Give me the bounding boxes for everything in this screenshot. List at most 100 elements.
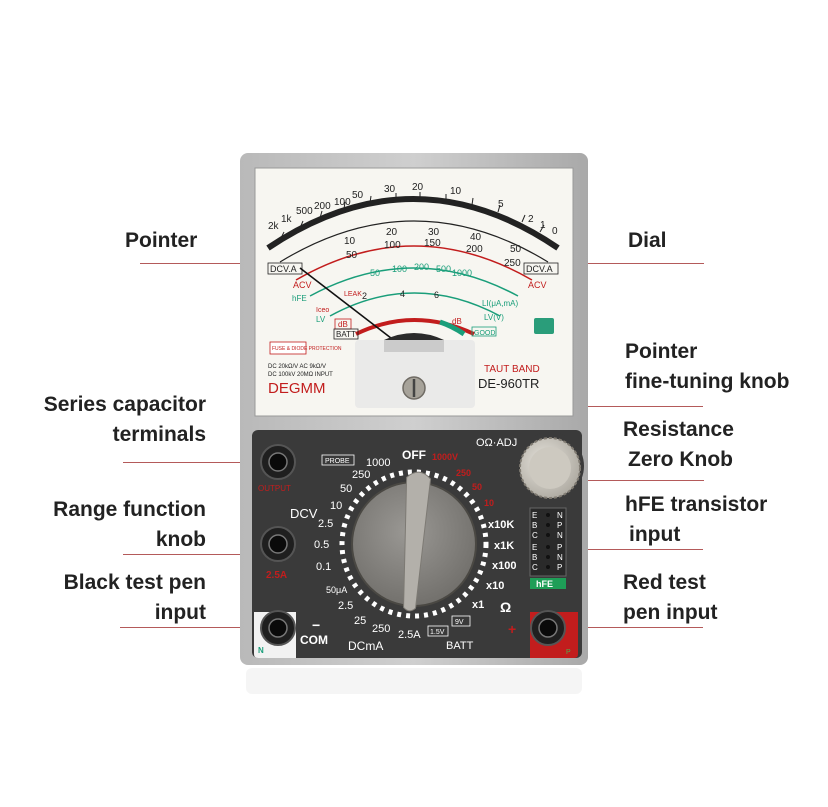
hfe-pin-b2: B bbox=[532, 553, 537, 562]
hfe-label-50: 50 bbox=[370, 268, 380, 278]
label-hfe-line2: input bbox=[629, 523, 681, 546]
label-dial: Dial bbox=[628, 229, 667, 252]
scale-logo-icon bbox=[534, 318, 554, 334]
dcv-a-left: DCV.A bbox=[270, 264, 297, 274]
hfe-label-200: 200 bbox=[414, 262, 429, 272]
leader-black-pen bbox=[120, 627, 278, 628]
label-resistance-line2: Zero Knob bbox=[628, 448, 733, 471]
batt-range-labels: 1.5V 9V BATT bbox=[427, 615, 474, 652]
batt-scale-label: BATT bbox=[336, 330, 356, 339]
ohm-label-5: 5 bbox=[498, 199, 504, 210]
dc-label-30: 30 bbox=[428, 227, 440, 238]
batt-9v: 9V bbox=[455, 619, 464, 626]
acv-left: ACV bbox=[293, 280, 312, 290]
probe-label: PROBE bbox=[325, 458, 350, 465]
dc10-label-4: 4 bbox=[400, 289, 405, 299]
hfe-scale-label: hFE bbox=[292, 294, 307, 303]
ac-label-250: 250 bbox=[504, 258, 521, 269]
fuse-label: FUSE & DIODE PROTECTION bbox=[272, 346, 342, 352]
ohm-label-2k: 2k bbox=[268, 221, 280, 232]
dcma-25: 25 bbox=[354, 615, 366, 627]
db-scale-arc bbox=[355, 318, 475, 336]
hfe-tag: hFE bbox=[536, 579, 553, 589]
label-hfe-input: hFE transistor input bbox=[625, 490, 767, 550]
spec-line-2: DC 100kV 20MΩ INPUT bbox=[268, 372, 333, 378]
hfe-pin-p1: P bbox=[557, 521, 562, 530]
hfe-pin-p2: P bbox=[557, 543, 562, 552]
good-label: GOOD bbox=[474, 330, 495, 337]
label-black-pen: Black test pen input bbox=[20, 568, 206, 628]
dcma-range-labels: 50μA 2.5 25 250 2.5A DCmA bbox=[326, 585, 421, 653]
ohm-label-500: 500 bbox=[296, 206, 313, 217]
ohm-label-0: 0 bbox=[552, 226, 558, 237]
dc-label-40: 40 bbox=[470, 232, 482, 243]
hfe-scale-labels: 50 100 200 500 1000 bbox=[370, 262, 472, 278]
hfe-pin-b1: B bbox=[532, 521, 537, 530]
dc10-label-2: 2 bbox=[362, 291, 367, 301]
db-left: dB bbox=[338, 320, 348, 329]
hfe-pin-n3: N bbox=[557, 553, 563, 562]
leader-series-capacitor bbox=[123, 462, 278, 463]
model-label: DE-960TR bbox=[478, 376, 539, 391]
black-pen-hole bbox=[268, 618, 288, 638]
p-mark: P bbox=[566, 649, 571, 656]
hfe-socket-holes bbox=[546, 513, 550, 569]
label-black-pen-line1: Black test pen bbox=[63, 571, 206, 594]
hfe-pin-n2: N bbox=[557, 531, 563, 540]
label-pointer: Pointer bbox=[125, 229, 198, 252]
acv-10: 10 bbox=[484, 498, 494, 508]
label-black-pen-line2: input bbox=[154, 601, 206, 624]
label-red-pen-line2: pen input bbox=[623, 601, 718, 624]
hfe-scale-arc bbox=[309, 267, 519, 297]
hfe-label-100: 100 bbox=[392, 264, 407, 274]
minus-label: − bbox=[312, 617, 320, 633]
batt-label: BATT bbox=[446, 640, 474, 652]
ac-label-150: 150 bbox=[424, 238, 441, 249]
a25-label: 2.5A bbox=[266, 570, 287, 581]
leak-label: LEAK bbox=[344, 291, 362, 298]
label-series-capacitor-line1: Series capacitor bbox=[43, 393, 206, 416]
acv-right: ACV bbox=[528, 280, 547, 290]
acv-scale-arc bbox=[295, 245, 533, 281]
label-resistance-zero: Resistance Zero Knob bbox=[623, 415, 734, 475]
dc-label-10: 10 bbox=[344, 236, 356, 247]
lv-right: LV(V) bbox=[484, 313, 504, 322]
label-fine-tuning: Pointer fine-tuning knob bbox=[625, 337, 789, 397]
leader-hfe-input bbox=[545, 549, 703, 550]
ac-label-50: 50 bbox=[346, 250, 358, 261]
ohm-scale-labels: 2k 1k 500 200 100 50 30 20 10 5 2 1 0 bbox=[268, 182, 558, 237]
dc-label-20: 20 bbox=[386, 227, 398, 238]
dc10-label-6: 6 bbox=[434, 290, 439, 300]
hfe-pin-p3: P bbox=[557, 563, 562, 572]
range-selector-ring bbox=[339, 469, 489, 619]
label-range-function: Range function knob bbox=[20, 495, 206, 555]
ohm-symbol: Ω bbox=[500, 599, 511, 615]
hfe-pin-n1: N bbox=[557, 511, 563, 520]
label-red-pen: Red test pen input bbox=[623, 568, 717, 628]
lv-left: LV bbox=[316, 315, 326, 324]
hfe-label-1000: 1000 bbox=[452, 268, 472, 278]
off-label: OFF bbox=[402, 448, 426, 462]
taut-band-label: TAUT BAND bbox=[484, 364, 540, 375]
n-mark: N bbox=[258, 646, 264, 655]
hfe-transistor-input[interactable] bbox=[529, 507, 567, 577]
hfe-pin-e2: E bbox=[532, 543, 537, 552]
dial-side-labels: DCV.A DCV.A ACV ACV hFE Iceo LEAK LI(μA,… bbox=[267, 262, 559, 340]
acv-1000: 1000V bbox=[432, 452, 458, 462]
dc10-scale-labels: 2 4 6 bbox=[362, 289, 439, 301]
label-fine-tuning-line2: fine-tuning knob bbox=[625, 370, 790, 393]
red-pen-hole bbox=[538, 618, 558, 638]
hfe-pin-c2: C bbox=[532, 563, 538, 572]
output-label: OUTPUT bbox=[258, 484, 291, 493]
label-red-pen-line1: Red test bbox=[623, 571, 706, 594]
dcv-range-labels: PROBE 1000 250 50 10 2.5 0.5 0.1 DCV bbox=[290, 454, 390, 573]
ohm-ticks bbox=[279, 192, 545, 241]
acv-range-labels: 1000V 250 50 10 bbox=[432, 452, 494, 508]
dcv-250: 250 bbox=[352, 469, 370, 481]
db-right: dB bbox=[452, 317, 462, 326]
range-knob-handle[interactable] bbox=[397, 471, 432, 612]
ohm-label-1k: 1k bbox=[281, 214, 293, 225]
series-capacitor-hole bbox=[268, 452, 288, 472]
ohm-label-30: 30 bbox=[384, 184, 396, 195]
